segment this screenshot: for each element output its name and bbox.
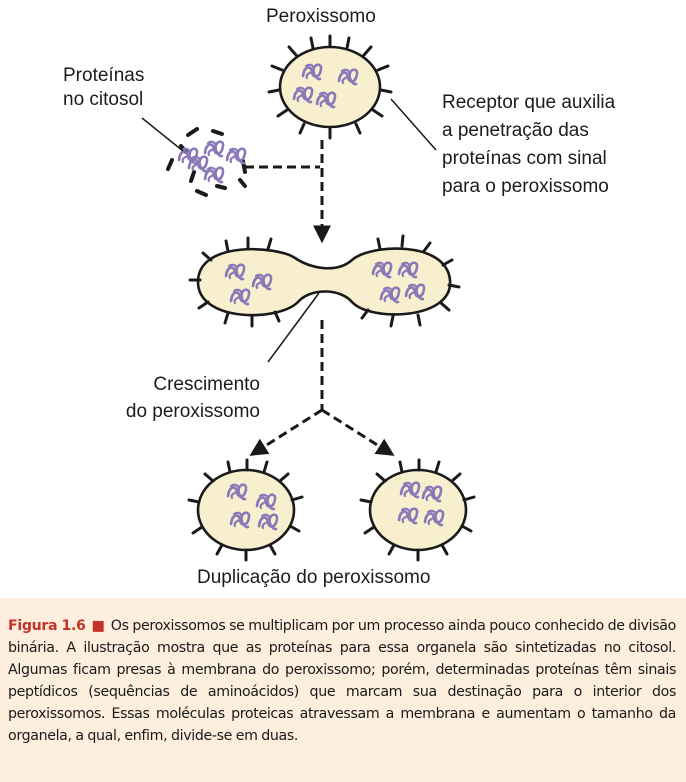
merge-dashed-arrow-icon bbox=[245, 140, 331, 244]
peroxisome-diagram bbox=[141, 34, 476, 562]
caption-bullet-icon: ■ bbox=[91, 618, 106, 634]
top-peroxisome-icon bbox=[267, 34, 393, 140]
caption-background bbox=[0, 598, 686, 782]
label-proteinas-line1: Proteínas bbox=[63, 65, 145, 86]
label-receptor-line4: para o peroxissomo bbox=[442, 176, 609, 197]
label-crescimento-line2: do peroxissomo bbox=[125, 401, 260, 422]
label-receptor-line1: Receptor que auxilia bbox=[442, 92, 616, 113]
cytosol-proteins-icon bbox=[166, 127, 247, 197]
figure-caption: Figura 1.6 ■Os peroxissomos se multiplica… bbox=[8, 615, 676, 747]
label-receptor: Receptor que auxilia a penetração das pr… bbox=[442, 89, 615, 201]
label-proteinas-citosol: Proteínas no citosol bbox=[63, 64, 144, 112]
daughter-peroxisome-right-icon bbox=[359, 458, 476, 562]
figure-label: Figura 1.6 bbox=[8, 618, 86, 634]
dividing-peroxisome-icon bbox=[188, 234, 461, 328]
daughter-peroxisome-left-icon bbox=[187, 458, 304, 562]
receptor-pointer-line bbox=[390, 98, 437, 151]
label-peroxissomo: Peroxissomo bbox=[266, 6, 376, 27]
label-duplicacao: Duplicação do peroxissomo bbox=[197, 567, 431, 588]
split-dashed-arrow-icon bbox=[249, 320, 395, 456]
label-crescimento-line1: Crescimento bbox=[153, 374, 260, 395]
label-receptor-line2: a penetração das bbox=[442, 120, 589, 141]
proteinas-pointer-line bbox=[141, 117, 184, 152]
receptor-spike-icons bbox=[267, 34, 393, 140]
label-receptor-line3: proteínas com sinal bbox=[442, 148, 607, 169]
label-crescimento: Crescimento do peroxissomo bbox=[104, 371, 260, 425]
caption-text: Os peroxissomos se multiplicam por um pr… bbox=[8, 618, 676, 744]
crescimento-pointer-line bbox=[267, 292, 320, 363]
label-proteinas-line2: no citosol bbox=[63, 89, 144, 110]
